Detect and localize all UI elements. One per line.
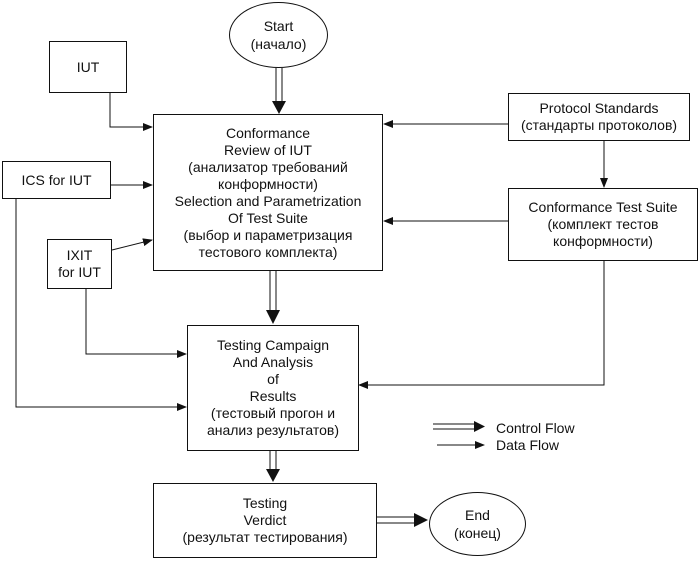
protocol-standards-label-ru: (стандарты протоколов) (520, 117, 678, 133)
review-line-5: Selection and Parametrization (174, 192, 362, 209)
iut-box: IUT (49, 41, 127, 93)
data-flow-test-suite-to-campaign (358, 261, 605, 389)
campaign-line-4: Results (249, 388, 297, 404)
data-flow-ics-to-campaign (15, 199, 187, 411)
review-line-3: (анализатор требований (188, 158, 348, 175)
legend-control-flow-label: Control Flow (496, 420, 575, 436)
campaign-line-5: (тестовый прогон и (210, 405, 336, 421)
verdict-line-3: (результат тестирования) (182, 529, 348, 545)
campaign-line-3: of (267, 371, 279, 387)
ixit-label-2: for IUT (58, 264, 101, 280)
data-flow-ixit-to-campaign (85, 289, 187, 358)
start-node: Start (начало) (229, 2, 328, 68)
data-flow-iut-to-review (109, 93, 153, 131)
conformance-review-box: Conformance Review of IUT (анализатор тр… (153, 114, 383, 271)
data-flow-ixit-to-review (111, 238, 153, 251)
protocol-standards-label: Protocol Standards (539, 100, 659, 116)
review-line-4: конформности) (218, 175, 318, 192)
test-suite-label-ru-1: (комплект тестов (547, 216, 659, 232)
verdict-line-1: Testing (242, 495, 288, 511)
start-label: Start (263, 18, 294, 34)
iut-label: IUT (76, 58, 100, 75)
end-label-ru: (конец) (454, 525, 501, 541)
ixit-label: IXIT (66, 247, 93, 263)
end-label: End (465, 507, 490, 523)
campaign-line-6: анализ результатов) (206, 422, 340, 438)
protocol-standards-box: Protocol Standards (стандарты протоколов… (508, 93, 690, 141)
control-flow-campaign-to-verdict (266, 451, 280, 482)
ixit-box: IXIT for IUT (47, 239, 112, 289)
review-line-6: Of Test Suite (228, 209, 308, 226)
ics-box: ICS for IUT (2, 161, 111, 199)
conformance-test-suite-box: Conformance Test Suite (комплект тестов … (508, 188, 698, 261)
testing-verdict-box: Testing Verdict (результат тестирования) (153, 483, 377, 558)
end-node: End (конец) (429, 492, 526, 556)
review-line-2: Review of IUT (224, 141, 312, 158)
control-flow-start-to-review (272, 68, 286, 114)
review-line-8: тестового комплекта) (198, 243, 338, 260)
control-flow-verdict-to-end (377, 513, 428, 527)
campaign-line-1: Testing Campaign (216, 337, 330, 353)
verdict-line-2: Verdict (243, 512, 287, 528)
test-suite-label-ru-2: конформности) (553, 233, 653, 249)
legend-control-flow-symbol (433, 421, 485, 432)
control-flow-review-to-campaign (266, 271, 280, 324)
legend-data-flow-label: Data Flow (496, 437, 560, 453)
review-line-7: (выбор и параметризация (183, 226, 353, 243)
start-label-ru: (начало) (250, 36, 307, 52)
ics-label: ICS for IUT (21, 171, 92, 188)
test-suite-label: Conformance Test Suite (528, 199, 678, 215)
campaign-line-2: And Analysis (232, 354, 314, 370)
review-line-1: Conformance (225, 124, 311, 141)
testing-campaign-box: Testing Campaign And Analysis of Results… (187, 325, 359, 451)
